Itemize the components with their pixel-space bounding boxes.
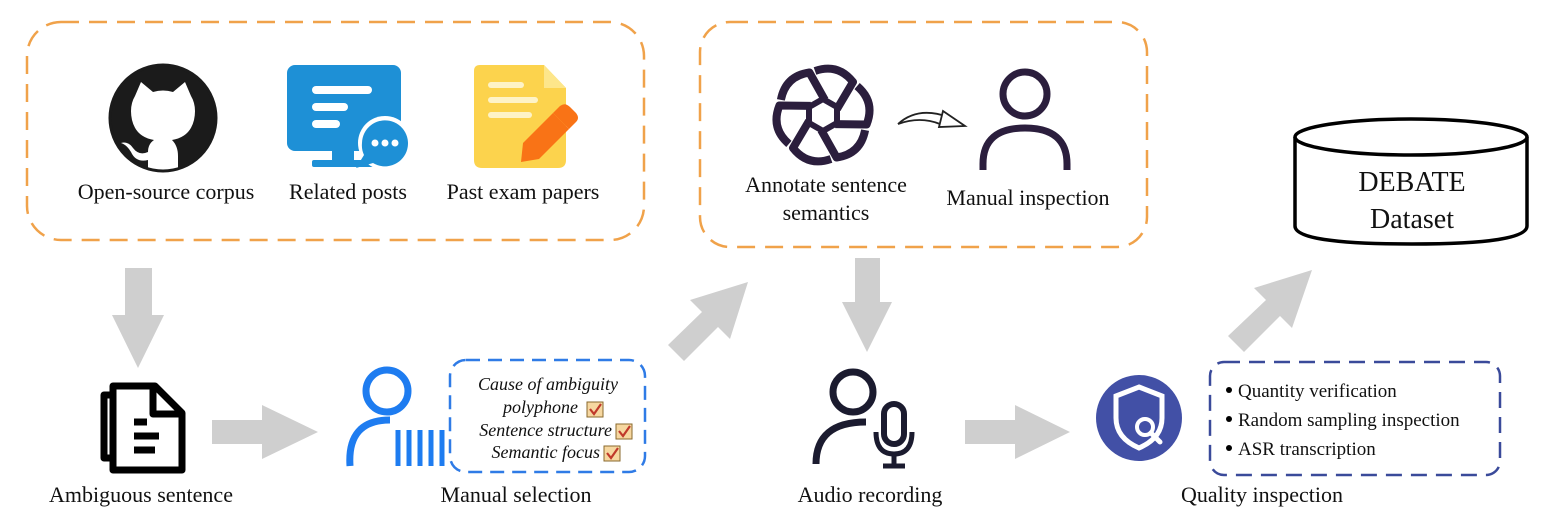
bullet-icon bbox=[1226, 416, 1232, 422]
arrow-sources-to-ambiguous bbox=[112, 268, 164, 368]
shield-search-icon bbox=[1096, 375, 1182, 461]
person-voice-icon bbox=[346, 366, 445, 467]
bullet-icon bbox=[1226, 445, 1232, 451]
person-icon bbox=[979, 68, 1071, 170]
audio-label: Audio recording bbox=[798, 482, 943, 507]
database-icon bbox=[1293, 117, 1529, 246]
annotate-label-line1: Annotate sentence bbox=[745, 172, 907, 197]
inspection-label: Manual inspection bbox=[946, 185, 1109, 210]
selection-criteria-box bbox=[448, 358, 647, 474]
criteria-item: Semantic focus bbox=[492, 442, 600, 462]
checkbox-icon bbox=[615, 423, 633, 440]
github-label: Open-source corpus bbox=[78, 179, 255, 204]
document-stack-icon bbox=[100, 382, 186, 474]
sources-group-box bbox=[25, 20, 646, 242]
exam-paper-icon bbox=[474, 65, 578, 168]
exam-label: Past exam papers bbox=[447, 179, 600, 204]
checkbox-icon bbox=[586, 401, 604, 418]
posts-label: Related posts bbox=[289, 179, 407, 204]
criteria-heading: Cause of ambiguity bbox=[478, 374, 618, 394]
person-mic-icon bbox=[812, 368, 915, 469]
criteria-item: polyphone bbox=[501, 397, 578, 417]
arrow-quality-to-dataset bbox=[1228, 270, 1312, 352]
arrow-ambiguous-to-selection bbox=[212, 405, 318, 459]
dataset-title-line1: DEBATE bbox=[1358, 167, 1465, 198]
posts-chat-icon bbox=[287, 65, 412, 170]
annotate-label-line2: semantics bbox=[783, 200, 870, 225]
quality-check-item: Random sampling inspection bbox=[1238, 410, 1460, 431]
arrow-audio-to-quality bbox=[965, 405, 1070, 459]
quality-label: Quality inspection bbox=[1181, 482, 1343, 507]
bullet-icon bbox=[1226, 387, 1232, 393]
annotation-group-box bbox=[698, 20, 1149, 249]
arrow-annotation-to-audio bbox=[842, 258, 892, 352]
github-icon bbox=[108, 63, 218, 173]
openai-icon bbox=[772, 64, 874, 166]
selection-label: Manual selection bbox=[441, 482, 592, 507]
arrow-selection-to-annotation bbox=[668, 282, 748, 361]
quality-check-item: ASR transcription bbox=[1238, 439, 1376, 460]
quality-check-item: Quantity verification bbox=[1238, 381, 1397, 402]
dataset-title-line2: Dataset bbox=[1370, 204, 1454, 235]
criteria-item: Sentence structure bbox=[479, 420, 612, 440]
ambiguous-label: Ambiguous sentence bbox=[49, 482, 233, 507]
curved-arrow-icon bbox=[897, 109, 968, 128]
quality-checks-box bbox=[1208, 360, 1502, 477]
checkbox-icon bbox=[603, 445, 621, 462]
